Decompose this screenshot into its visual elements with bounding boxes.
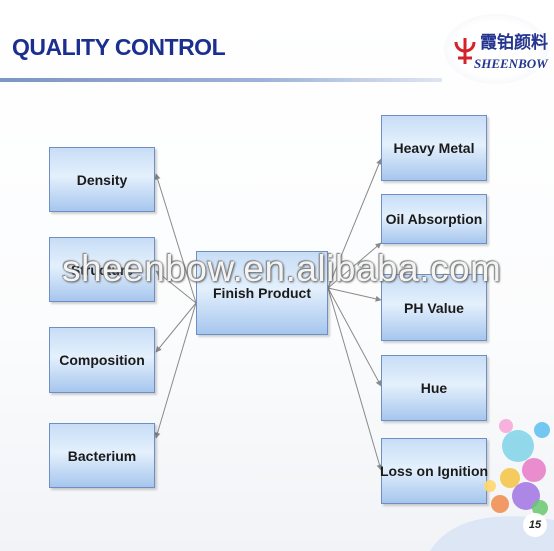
logo-brand-name: SHEENBOW [474, 56, 548, 71]
input-box-bacterium: Bacterium [49, 423, 155, 488]
arrow-to-ph-value [327, 287, 382, 302]
sheenbow-logo-icon [454, 38, 476, 64]
logo-chinese-name: 霞铂颜料 [480, 33, 548, 52]
watermark: sheenbow.en.alibaba.com [62, 248, 502, 289]
arrow-from-center-to-structure [155, 270, 197, 304]
arrow-from-center-to-density [154, 173, 197, 304]
brand-logo: 霞铂颜料 SHEENBOW [444, 14, 548, 84]
output-box-loss-on-ignition: Loss on Ignition [380, 438, 488, 504]
input-box-density: Density [49, 147, 155, 212]
arrow-to-heavy-metal [327, 158, 382, 289]
center-box-finish-product: Finish Product [196, 251, 328, 335]
title-underline [0, 78, 442, 82]
arrow-to-oil-absorption [327, 242, 382, 289]
arrow-to-hue [327, 287, 382, 387]
arrow-from-center-to-composition [155, 302, 197, 353]
arrow-to-loss-on-ignition [327, 287, 383, 471]
output-box-hue: Hue [381, 355, 487, 421]
page-number: 15 [523, 513, 547, 537]
page-title: QUALITY CONTROL [12, 34, 226, 60]
output-box-ph-value: PH Value [381, 274, 487, 341]
arrow-from-center-to-bacterium [154, 302, 197, 439]
output-box-oil-absorption: Oil Absorption [381, 194, 487, 244]
output-box-heavy-metal: Heavy Metal [381, 115, 487, 181]
input-box-structure: Structure [49, 237, 155, 302]
input-box-composition: Composition [49, 327, 155, 393]
